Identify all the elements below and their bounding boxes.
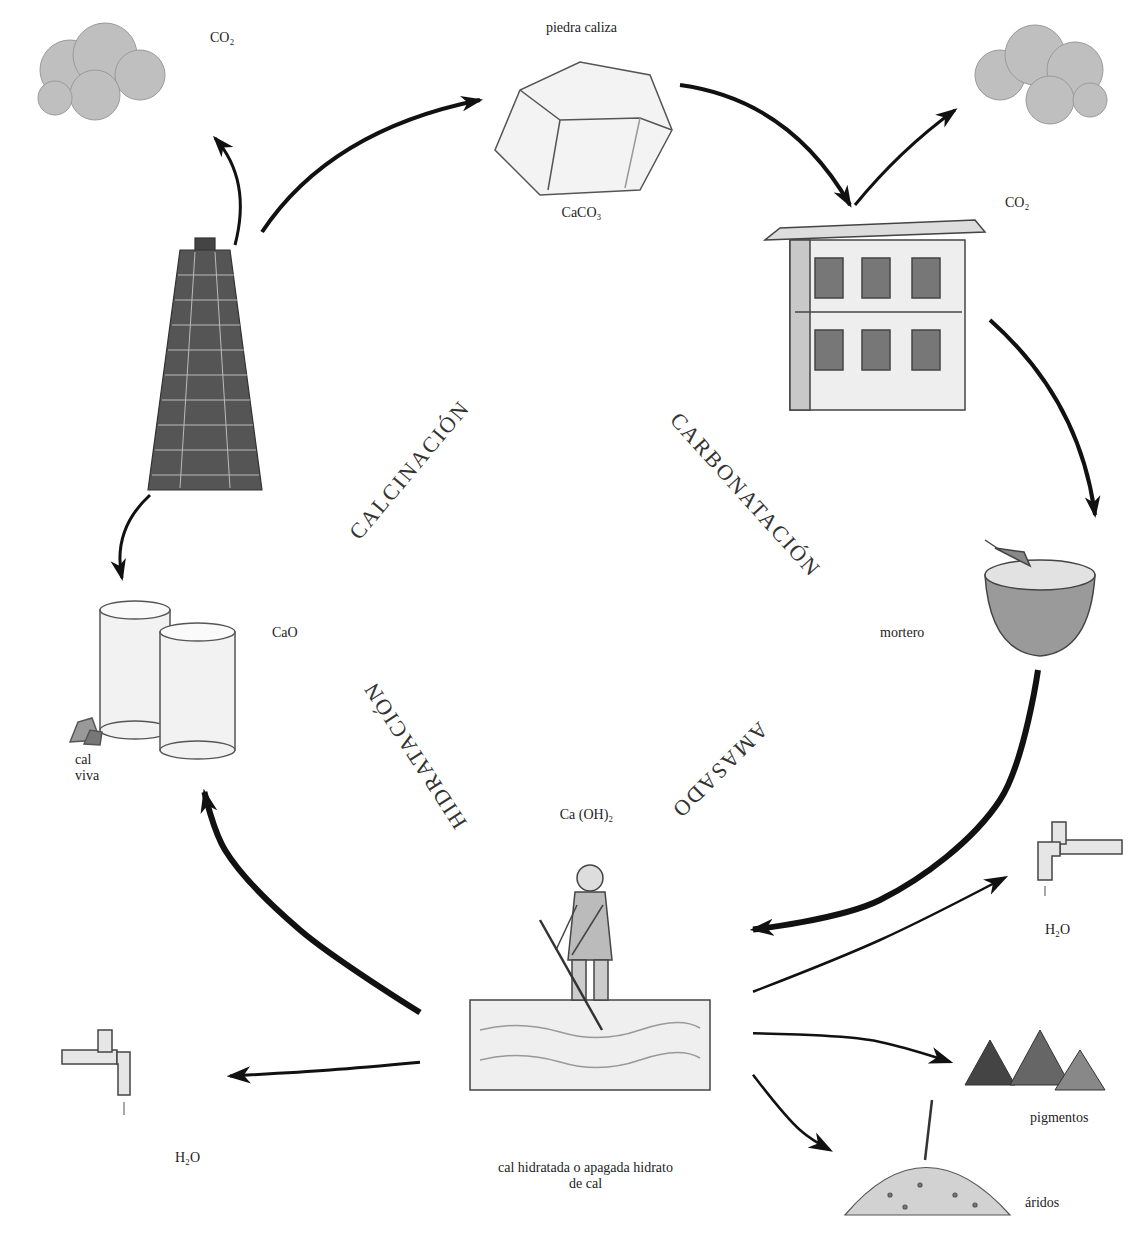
stage-figure: áridos	[830, 1100, 1130, 1225]
stage-figure: piedra calizaCaCO₃	[470, 18, 693, 233]
stage-figure: pigmentos	[950, 1010, 1130, 1140]
water-tap	[1038, 822, 1122, 896]
stage-figure: CaO cal viva	[60, 580, 301, 792]
stage-label: pigmentos	[1030, 1110, 1088, 1126]
co2-cloud	[975, 25, 1107, 124]
stage-figure: CO₂	[965, 15, 1115, 230]
cycle-arrow	[753, 1033, 950, 1062]
building	[765, 220, 985, 410]
pigment-piles	[965, 1030, 1105, 1090]
stage-label: H₂O	[1045, 922, 1070, 938]
stage-figure: mortero	[870, 520, 1110, 670]
stage-figure: CO₂	[30, 15, 270, 130]
stage-label: H₂O	[175, 1150, 200, 1166]
cycle-arrow	[204, 792, 420, 1013]
cycle-arrow	[753, 670, 1038, 930]
stage-figure: H₂O	[1005, 810, 1125, 960]
stage-figure: Ca (OH)₂cal hidratada o apagada hidrato …	[420, 805, 753, 1220]
process-stage-name: HIDRATACIÓN	[358, 676, 473, 833]
stage-figure: H₂O	[60, 1010, 230, 1175]
water-tap	[62, 1030, 130, 1115]
stage-label: cal hidratada o apagada hidrato de cal	[498, 1160, 673, 1192]
stage-label: CaCO₃	[470, 205, 693, 221]
stage-label: piedra caliza	[470, 20, 693, 36]
stage-label: cal viva	[75, 752, 111, 784]
stage-label: CaO	[272, 625, 298, 641]
cycle-arrow	[753, 878, 1005, 992]
quicklime-sacks	[70, 601, 235, 759]
worker-slaking-lime	[470, 865, 710, 1090]
lime-kiln	[148, 238, 262, 490]
stage-label: CO₂	[1005, 195, 1029, 211]
stage-label: áridos	[1025, 1195, 1059, 1211]
co2-cloud	[38, 23, 165, 120]
cycle-arrow	[753, 1075, 830, 1150]
process-stage-name: AMASADO	[667, 717, 774, 824]
cycle-arrow	[120, 85, 1095, 578]
cycle-arrow	[230, 1062, 420, 1076]
process-stage-name: CALCINACIÓN	[344, 395, 475, 545]
stage-label: mortero	[880, 625, 924, 641]
limestone-rock	[495, 62, 672, 195]
process-stage-name: CARBONATACIÓN	[664, 407, 826, 582]
aggregate-pile	[845, 1100, 1010, 1215]
stage-label: CO₂	[210, 30, 234, 46]
mortar-bowl	[985, 540, 1095, 656]
